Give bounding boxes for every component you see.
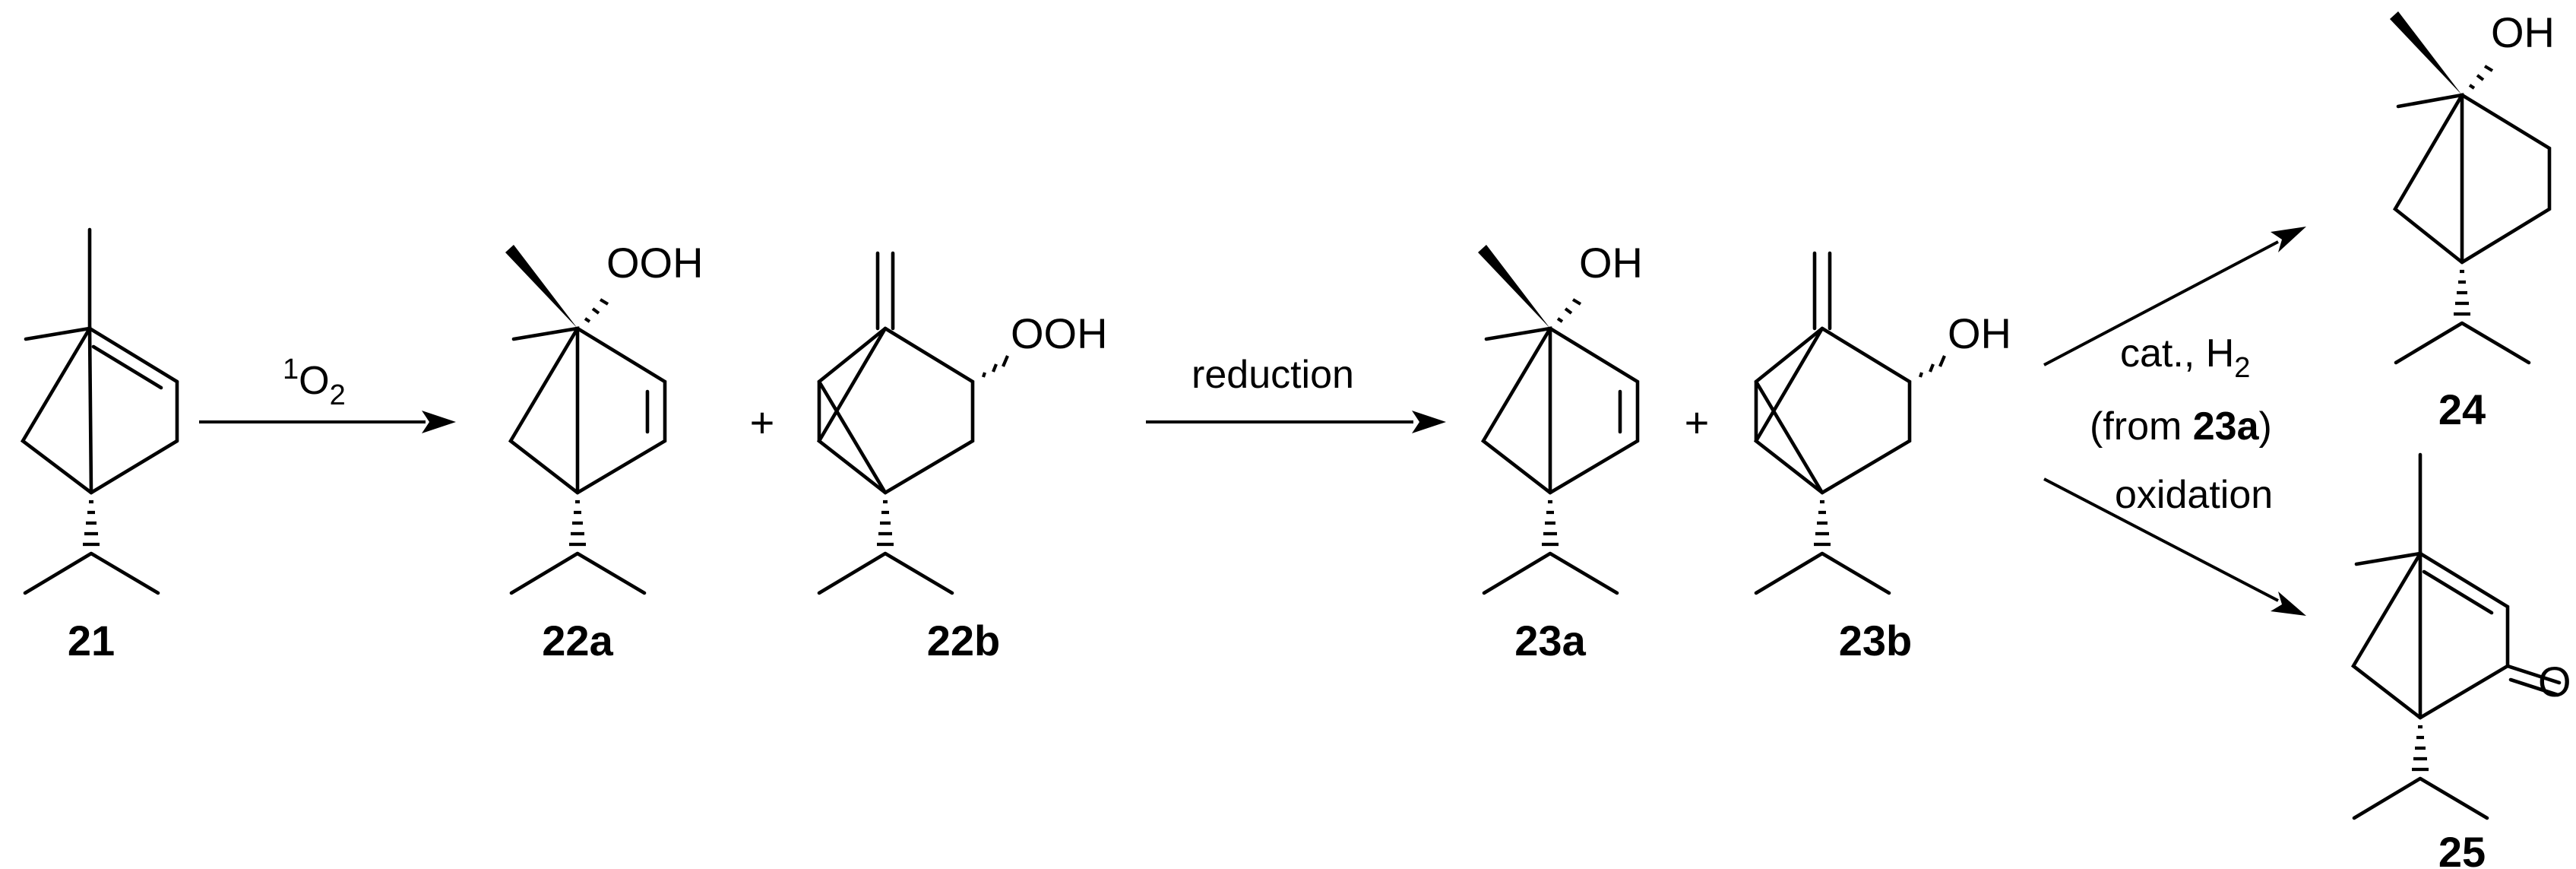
label-22a: 22a (542, 617, 613, 664)
label-23b: 23b (1839, 617, 1913, 664)
wedge-bond (2390, 11, 2462, 95)
compound-23b: OH 23b (1753, 251, 2011, 664)
group-OH-24: OH (2491, 8, 2555, 56)
arrow-singlet-oxygen: 1O2 (199, 354, 456, 433)
group-OOH-22b: OOH (1011, 309, 1108, 357)
plus-sign-2: + (1685, 398, 1710, 446)
compound-22a: OOH 22a (505, 239, 704, 664)
hashed-bond (877, 500, 894, 547)
arrow-hydrogenation: cat., H2 (from 23a) (2043, 227, 2306, 449)
label-23a: 23a (1514, 617, 1586, 664)
plus-sign-1: + (750, 398, 775, 446)
hashed-bond (83, 500, 100, 547)
arrow-oxidation: oxidation (2043, 473, 2306, 616)
label-24: 24 (2438, 385, 2486, 433)
reagent-singlet-oxygen: 1O2 (283, 354, 346, 411)
hashed-bond (569, 500, 586, 547)
reagent-from-23a: (from 23a) (2090, 404, 2272, 449)
hashed-bond (982, 355, 1009, 378)
hashed-bond (584, 298, 609, 323)
compound-24: OH 24 (2390, 8, 2555, 433)
reagent-reduction: reduction (1191, 353, 1354, 397)
wedge-bond (505, 245, 578, 328)
hashed-bond (1542, 500, 1559, 547)
label-25: 25 (2438, 828, 2486, 869)
hashed-bond (2412, 725, 2429, 772)
label-21: 21 (68, 617, 115, 664)
reagent-oxidation: oxidation (2115, 473, 2273, 517)
wedge-bond (1478, 245, 1550, 328)
group-OH-23a: OH (1579, 239, 1643, 287)
compound-23a: OH 23a (1478, 239, 1643, 664)
hashed-bond (1556, 298, 1582, 323)
group-OOH-22a: OOH (606, 239, 704, 287)
arrow-reduction: reduction (1146, 353, 1446, 433)
hashed-bond (2454, 269, 2470, 316)
compound-21: 21 (20, 227, 179, 664)
group-O-25: O (2538, 658, 2571, 706)
label-22b: 22b (927, 617, 1001, 664)
compound-22b: OOH 22b (816, 251, 1108, 664)
group-OH-23b: OH (1948, 309, 2011, 357)
hashed-bond (2468, 65, 2494, 90)
hashed-bond (1814, 500, 1831, 547)
hashed-bond (1919, 355, 1946, 378)
reagent-cat-h2: cat., H2 (2120, 331, 2250, 384)
compound-25: O 25 (2350, 452, 2571, 869)
